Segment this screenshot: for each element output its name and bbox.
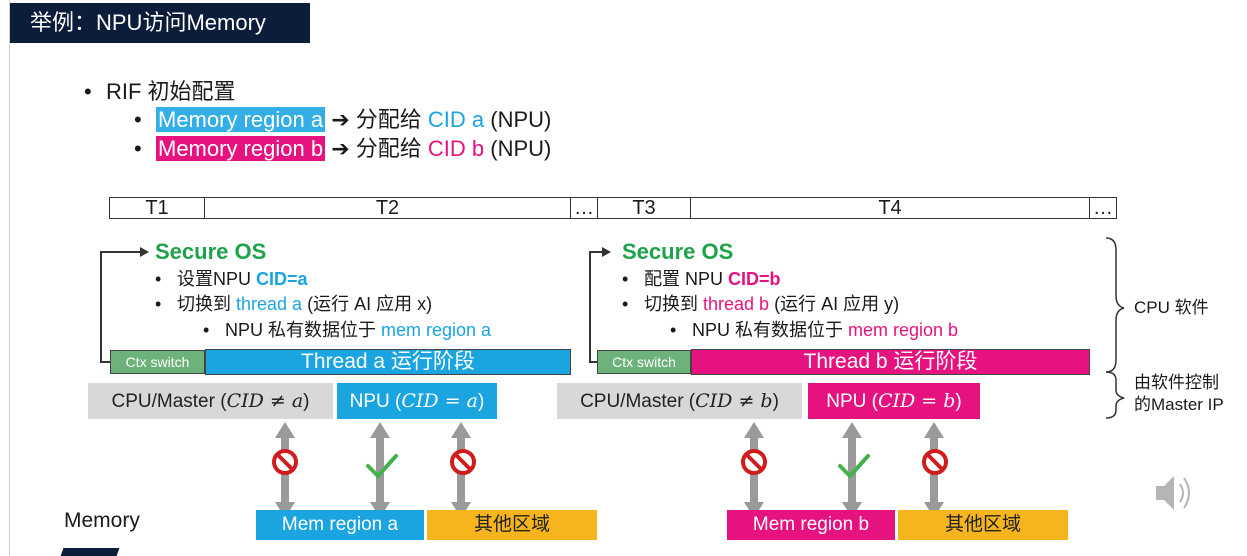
secure-os-title-right: Secure OS [622, 239, 734, 264]
master-npu-right-text: NPU ( [826, 391, 878, 412]
loop-arrow-left [100, 251, 140, 363]
memory-label: Memory [64, 509, 140, 532]
no-entry-icon [741, 449, 767, 475]
brace-master-ip [1105, 371, 1125, 419]
timeline-cell-t4: T4 [690, 197, 1090, 219]
rif-item-b: •Memory region b ➔ 分配给 CID b (NPU) [134, 136, 552, 161]
rif-tail-b: (NPU) [490, 136, 552, 161]
checkmark-icon [838, 454, 870, 479]
arrow-right-icon: ➔ [331, 136, 350, 161]
rif-region-a: Memory region a [156, 107, 326, 132]
right-line-1: •配置 NPU CID=b [622, 269, 781, 289]
master-npu-left-text: NPU ( [349, 391, 402, 412]
left-line-2-text: 切换到 [177, 294, 237, 314]
rif-heading-row: •RIF 初始配置 [84, 79, 236, 104]
label-cpu-software: CPU 软件 [1134, 298, 1209, 317]
checkmark-icon [366, 454, 398, 479]
right-line-3: •NPU 私有数据位于 mem region b [670, 320, 959, 340]
arrow-right-icon: ➔ [331, 107, 350, 132]
no-entry-icon [450, 449, 476, 475]
arrow-head-right [602, 247, 611, 257]
label-master-ip-1: 由软件控制 [1134, 373, 1219, 392]
mem-region-b: Mem region b [727, 510, 895, 540]
timeline-cell-t1: T1 [109, 197, 205, 219]
rif-tail-a: (NPU) [490, 107, 552, 132]
no-entry-icon [922, 449, 948, 475]
left-thread-name: thread a [236, 294, 303, 314]
right-line-2: •切换到 thread b (运行 AI 应用 y) [622, 294, 900, 314]
thread-b-bar: Thread b 运行阶段 [691, 349, 1090, 375]
rif-region-b: Memory region b [156, 136, 326, 161]
right-line-1-text: 配置 NPU [644, 269, 729, 289]
left-line-3-text: NPU 私有数据位于 [225, 320, 382, 340]
timeline-cell-ellipsis-2: … [1089, 197, 1117, 219]
right-line-3-text: NPU 私有数据位于 [692, 320, 849, 340]
ctx-switch-right: Ctx switch [597, 350, 691, 374]
rif-cid-b: CID b [427, 136, 485, 161]
left-cid: CID=a [256, 269, 308, 289]
rif-assign-b: 分配给 [355, 136, 422, 161]
master-cpu-left: CPU/Master (CID ≠ a) [88, 383, 333, 419]
right-cid: CID=b [728, 269, 781, 289]
master-cpu-right-text: CPU/Master ( [580, 391, 696, 412]
rif-assign-a: 分配给 [355, 107, 422, 132]
left-line-1-text: 设置NPU [177, 269, 257, 289]
page-title: 举例：NPU访问Memory [10, 3, 310, 43]
left-mem-name: mem region a [381, 320, 492, 340]
left-line-2-suffix: (运行 AI 应用 x) [302, 294, 433, 314]
timeline-cell-t3: T3 [597, 197, 691, 219]
left-line-2: •切换到 thread a (运行 AI 应用 x) [155, 294, 433, 314]
master-npu-left: NPU (CID = a) [337, 383, 497, 419]
master-npu-left-math: CID = a [401, 390, 478, 412]
master-cpu-right-math: CID ≠ b [695, 390, 773, 412]
arrow-head-left [140, 247, 149, 257]
master-cpu-left-text: CPU/Master ( [111, 391, 227, 412]
master-npu-right: NPU (CID = b) [808, 383, 980, 419]
right-line-2-suffix: (运行 AI 应用 y) [769, 294, 900, 314]
label-master-ip-2: 的Master IP [1134, 395, 1224, 414]
master-npu-right-math: CID = b [877, 390, 956, 412]
mem-region-a: Mem region a [256, 510, 424, 540]
footer-logo-fragment [60, 548, 120, 556]
rif-item-a: •Memory region a ➔ 分配给 CID a (NPU) [134, 107, 552, 132]
master-cpu-right-suffix: ) [772, 391, 779, 412]
timeline-cell-ellipsis-1: … [570, 197, 598, 219]
secure-os-title-left: Secure OS [155, 239, 267, 264]
master-cpu-right: CPU/Master (CID ≠ b) [557, 383, 802, 419]
master-npu-right-suffix: ) [955, 391, 962, 412]
left-line-1: •设置NPU CID=a [155, 269, 308, 289]
no-entry-icon [272, 449, 298, 475]
right-mem-name: mem region b [848, 320, 959, 340]
left-rule [9, 0, 10, 556]
rif-cid-a: CID a [427, 107, 485, 132]
mem-other-left: 其他区域 [427, 510, 597, 540]
speaker-icon [1156, 476, 1190, 510]
master-cpu-left-math: CID ≠ a [226, 390, 304, 412]
right-thread-name: thread b [703, 294, 770, 314]
thread-a-bar: Thread a 运行阶段 [205, 349, 571, 375]
ctx-switch-left: Ctx switch [110, 350, 205, 374]
master-npu-left-suffix: ) [478, 391, 485, 412]
mem-other-right: 其他区域 [898, 510, 1068, 540]
master-cpu-left-suffix: ) [303, 391, 310, 412]
loop-arrow-right [589, 251, 606, 363]
brace-cpu-software [1105, 237, 1125, 373]
rif-heading: RIF 初始配置 [106, 79, 236, 104]
left-line-3: •NPU 私有数据位于 mem region a [203, 320, 492, 340]
right-line-2-text: 切换到 [644, 294, 704, 314]
